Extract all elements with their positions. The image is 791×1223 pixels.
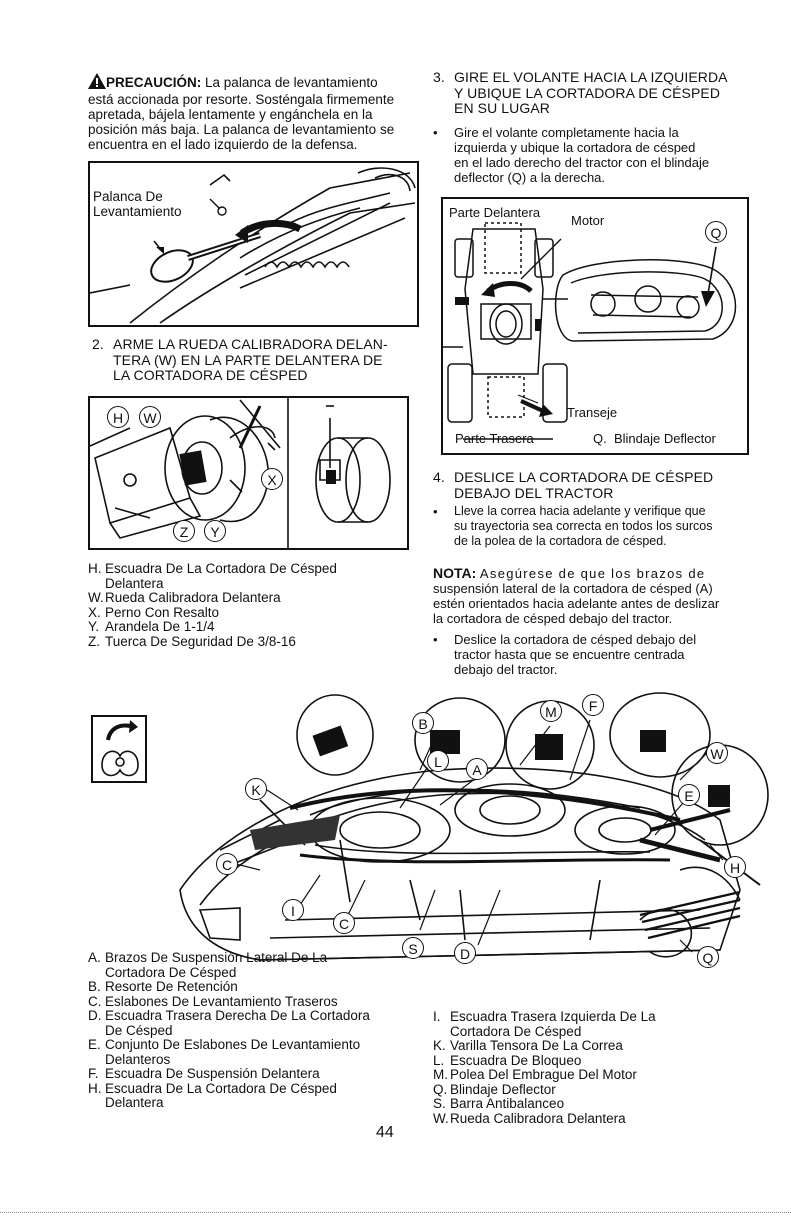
callout-a: A	[466, 758, 488, 780]
step-2-line-3: LA CORTADORA DE CÉSPED	[113, 367, 308, 383]
caution-line-5: encuentra en el lado izquierdo de la def…	[88, 137, 358, 152]
step-2-body: ARME LA RUEDA CALIBRADORA DELAN- TERA (W…	[113, 336, 388, 384]
callout-q: Q	[705, 221, 727, 243]
callout-i: I	[282, 899, 304, 921]
legend-item-f: F. Escuadra De Suspensión Delantera	[88, 1066, 320, 1081]
note-heading: NOTA:	[433, 565, 477, 581]
callout-k: K	[245, 778, 267, 800]
label-q-caption: Q. Blindaje Deflector	[593, 431, 716, 446]
mower-deck-illustration	[91, 692, 769, 961]
callout-q: Q	[697, 946, 719, 968]
warning-triangle-icon	[88, 73, 106, 92]
legend-item-b: B. Resorte De Retención	[88, 979, 238, 994]
step-2-line-1: ARME LA RUEDA CALIBRADORA DELAN-	[113, 336, 388, 352]
callout-d: D	[454, 942, 476, 964]
figure-lift-lever: Palanca De Levantamiento	[88, 161, 419, 327]
label-motor: Motor	[571, 213, 605, 228]
step-2-number: 2.	[92, 336, 104, 352]
callout-l: L	[427, 750, 449, 772]
callout-m: M	[540, 700, 562, 722]
legend-item-w: W. Rueda Calibradora Delantera	[88, 590, 281, 605]
callout-c-left: C	[216, 853, 238, 875]
caution-line-4: posición más baja. La palanca de levanta…	[88, 122, 395, 137]
legend-item-z: Z. Tuerca De Seguridad De 3/8-16	[88, 633, 296, 649]
label-rear: Parte Trasera	[455, 431, 534, 446]
callout-b: B	[412, 712, 434, 734]
callout-f: F	[582, 694, 604, 716]
label-front: Parte Delantera	[449, 205, 541, 220]
figure-tractor-top-view: Parte Delantera Motor Q Transeje Parte T…	[441, 197, 749, 455]
lift-lever-label-2: Levantamiento	[93, 204, 185, 219]
lift-lever-illustration	[90, 167, 416, 324]
callout-x: X	[261, 468, 283, 490]
legend-item-k: K. Varilla Tensora De La Correa	[433, 1038, 623, 1053]
legend-item-y: Y. Arandela De 1-1/4	[88, 619, 215, 634]
callout-e: E	[678, 784, 700, 806]
callout-w: W	[706, 742, 728, 764]
callout-y: Y	[204, 520, 226, 542]
legend-item-x: X. Perno Con Resalto	[88, 604, 220, 620]
legend-item-d: D. Escuadra Trasera Derecha De La Cortad…	[88, 1008, 370, 1038]
legend-item-q: Q. Blindaje Deflector	[433, 1081, 556, 1097]
legend-item-w: W. Rueda Calibradora Delantera	[433, 1110, 626, 1126]
scan-edge-line	[0, 1212, 791, 1213]
callout-w: W	[139, 406, 161, 428]
caution-line-3: apretada, bájela lentamente y engánchela…	[88, 107, 373, 122]
callout-z: Z	[173, 520, 195, 542]
label-transeje: Transeje	[567, 405, 618, 420]
callout-c-center: C	[333, 912, 355, 934]
callout-s: S	[402, 937, 424, 959]
legend-item-c: C. Eslabones De Levantamiento Traseros	[88, 993, 338, 1009]
caution-line-2: está accionada por resorte. Sosténgala f…	[88, 92, 395, 107]
gauge-wheel-illustration	[90, 398, 391, 548]
tractor-top-view-illustration	[443, 222, 737, 440]
figure-gauge-wheel: H W X Z Y	[88, 396, 409, 550]
step-2-line-2: TERA (W) EN LA PARTE DELANTERA DE	[113, 351, 383, 368]
caution-line-1: PRECAUCIÓN: La palanca de levantamiento	[88, 73, 418, 92]
caution-text: La palanca de levantamiento	[205, 75, 378, 90]
note-block: NOTA: Asegúrese de que los brazos de sus…	[433, 565, 720, 627]
step-3-number: 3.	[433, 69, 445, 85]
step-4-body: DESLICE LA CORTADORA DE CÉSPED DEBAJO DE…	[454, 469, 714, 501]
legend-item-l: L. Escuadra De Bloqueo	[433, 1052, 582, 1068]
lift-lever-label-1: Palanca De	[93, 189, 166, 204]
callout-h: H	[107, 406, 129, 428]
legend-item-s: S. Barra Antibalanceo	[433, 1096, 565, 1111]
caution-heading: PRECAUCIÓN:	[106, 75, 202, 90]
caution-block: PRECAUCIÓN: La palanca de levantamiento …	[88, 73, 418, 152]
figure-mower-deck: K B L A M F E W H C I C S D Q	[80, 690, 780, 975]
page-number: 44	[376, 1124, 394, 1141]
step-4-number: 4.	[433, 469, 445, 485]
legend-item-e: E. Conjunto De Eslabones De Levantamient…	[88, 1037, 361, 1067]
callout-h: H	[724, 856, 746, 878]
step-3-body: GIRE EL VOLANTE HACIA LA IZQUIERDA Y UBI…	[454, 69, 728, 116]
legend-item-m: M. Polea Del Embrague Del Motor	[433, 1067, 637, 1082]
